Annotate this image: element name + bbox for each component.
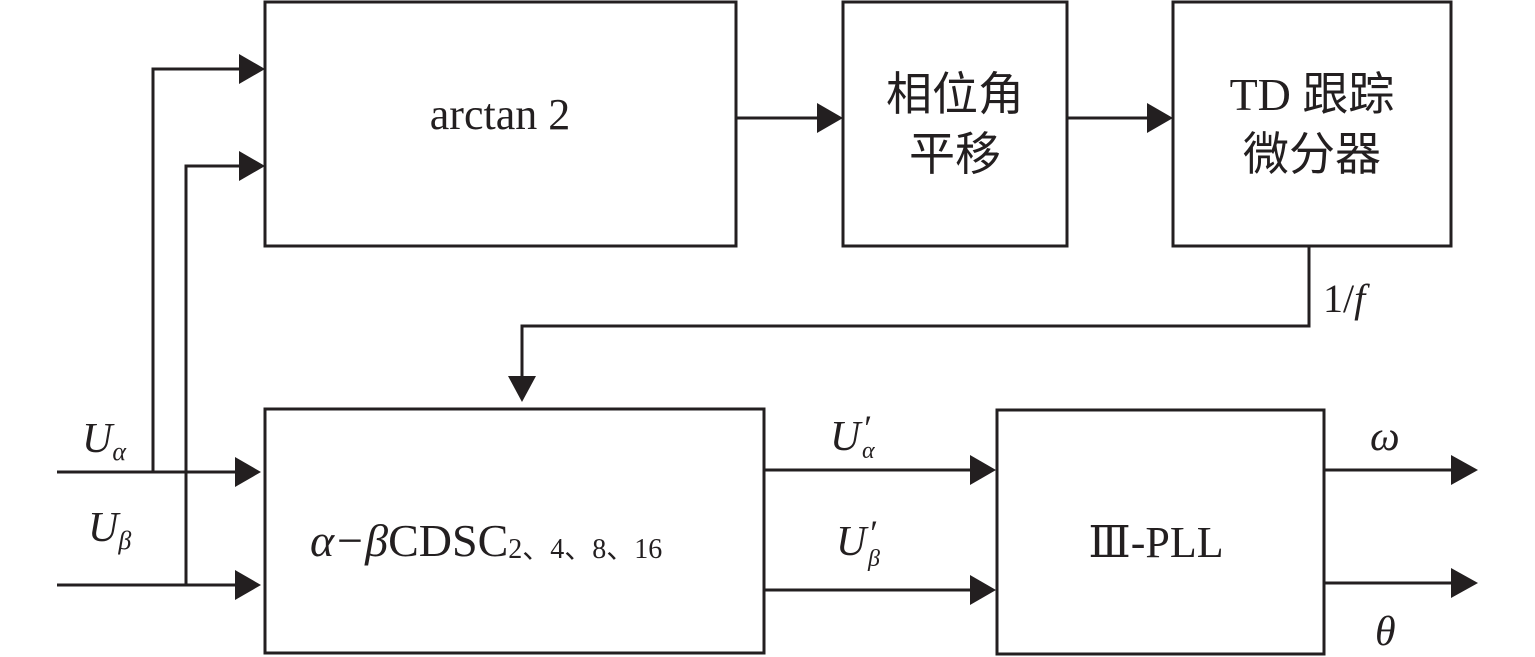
cdsc-main: CDSC xyxy=(388,515,508,566)
cdsc-block: α−βCDSC2、4、8、16 xyxy=(263,407,766,655)
arrowhead-pll-input-alpha xyxy=(970,455,996,485)
wire-u-alpha-branch xyxy=(151,67,240,472)
phase-shift-label-line1: 相位角 xyxy=(886,69,1024,120)
td-block-frame xyxy=(1171,0,1453,248)
signal-u-alpha-prime: U ′ α xyxy=(830,408,875,464)
arctan-label: arctan 2 xyxy=(430,90,570,139)
signal-theta: θ xyxy=(1375,609,1396,655)
svg-text:α: α xyxy=(862,438,875,464)
td-differentiator-block: TD 跟踪 微分器 xyxy=(1171,0,1453,248)
phase-shift-block: 相位角 平移 xyxy=(841,0,1069,248)
arrowhead-arctan-input-2 xyxy=(239,151,265,181)
signal-u-alpha: Uα xyxy=(82,416,127,466)
svg-text:′: ′ xyxy=(868,513,877,553)
arrowhead-arctan-input-1 xyxy=(239,54,265,84)
arrowhead-omega-output xyxy=(1451,455,1478,485)
arrowhead-cdsc-input-alpha xyxy=(235,457,261,487)
pll-block-frame xyxy=(995,408,1326,656)
cdsc-subscript: 2、4、8、16 xyxy=(508,534,662,565)
td-label-line1: TD 跟踪 xyxy=(1230,69,1395,120)
signal-omega: ω xyxy=(1370,414,1400,460)
arrowhead-td-input xyxy=(1147,103,1173,133)
arctan-block: arctan 2 xyxy=(263,0,738,248)
signal-u-beta: Uβ xyxy=(88,505,131,555)
svg-text:U: U xyxy=(836,519,869,565)
phase-shift-block-frame xyxy=(841,0,1069,248)
arrowhead-theta-output xyxy=(1451,568,1478,598)
phase-shift-label-line2: 平移 xyxy=(909,129,1001,180)
arrowhead-pll-input-beta xyxy=(970,575,996,605)
cdsc-label: α−βCDSC2、4、8、16 xyxy=(310,515,662,566)
td-label-line2: 微分器 xyxy=(1243,129,1381,180)
signal-feedback-inverse-frequency: 1/f xyxy=(1323,276,1370,321)
pll-label: Ⅲ-PLL xyxy=(1088,518,1223,567)
pll-block: Ⅲ-PLL xyxy=(995,408,1326,656)
wire-feedback xyxy=(520,246,1311,378)
cdsc-prefix: α−β xyxy=(310,515,388,566)
signal-u-beta-prime: U ′ β xyxy=(836,513,880,572)
arrowhead-cdsc-input-beta xyxy=(235,570,261,600)
svg-text:U: U xyxy=(830,414,863,460)
wire-u-beta-branch xyxy=(184,164,240,585)
svg-text:β: β xyxy=(867,546,880,572)
arctan-block-frame xyxy=(263,0,738,248)
arrowhead-feedback xyxy=(508,376,536,402)
cdsc-block-frame xyxy=(263,407,766,655)
arrowhead-phase-input xyxy=(817,103,843,133)
svg-text:′: ′ xyxy=(862,408,871,448)
